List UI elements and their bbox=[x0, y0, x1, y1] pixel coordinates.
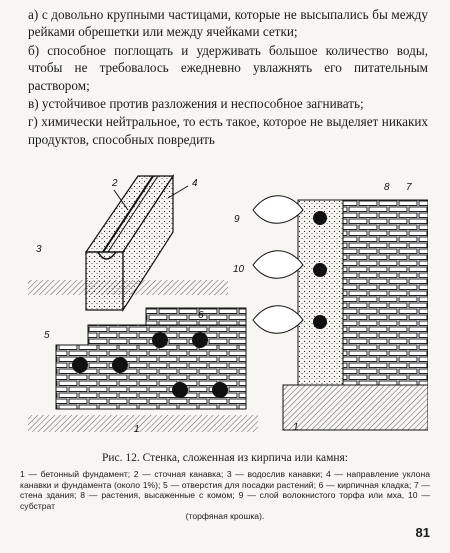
paragraph-b: б) способное поглощать и удерживать боль… bbox=[28, 42, 428, 93]
section-drawing bbox=[252, 195, 428, 431]
callout-2: 2 bbox=[111, 178, 118, 189]
paragraph-c: в) устойчивое против разложения и неспос… bbox=[28, 96, 364, 112]
legend-line-2: (торфяная крошка). bbox=[185, 511, 265, 522]
callout-9: 9 bbox=[234, 214, 240, 225]
callout-5: 5 bbox=[44, 330, 50, 341]
paragraph-a: а) с довольно крупными частицами, которы… bbox=[28, 7, 428, 40]
callout-7: 7 bbox=[406, 182, 412, 193]
callout-4: 4 bbox=[192, 178, 198, 189]
figure-callouts: 2 4 3 5 6 1 8 7 9 10 1 bbox=[36, 178, 412, 435]
requirements-list: а) с довольно крупными частицами, которы… bbox=[28, 6, 428, 149]
figure-legend: 1 — бетонный фундамент; 2 — сточная кана… bbox=[20, 469, 430, 522]
callout-6: 6 bbox=[198, 310, 204, 321]
callout-1-right: 1 bbox=[293, 422, 299, 433]
brick-wall-drawing bbox=[28, 307, 258, 432]
figure-12-illustration: 2 4 3 5 6 1 8 7 9 10 1 bbox=[28, 173, 428, 435]
paragraph-d: г) химически нейтральное, то есть такое,… bbox=[28, 114, 428, 147]
callout-8: 8 bbox=[384, 182, 390, 193]
callout-3: 3 bbox=[36, 244, 42, 255]
foundation-drawing bbox=[28, 173, 228, 313]
page-number: 81 bbox=[415, 525, 430, 540]
callout-1: 1 bbox=[134, 424, 140, 435]
figure-caption: Рис. 12. Стенка, сложенная из кирпича ил… bbox=[102, 452, 348, 464]
legend-line-1: 1 — бетонный фундамент; 2 — сточная кана… bbox=[20, 469, 430, 511]
callout-10: 10 bbox=[233, 264, 245, 275]
